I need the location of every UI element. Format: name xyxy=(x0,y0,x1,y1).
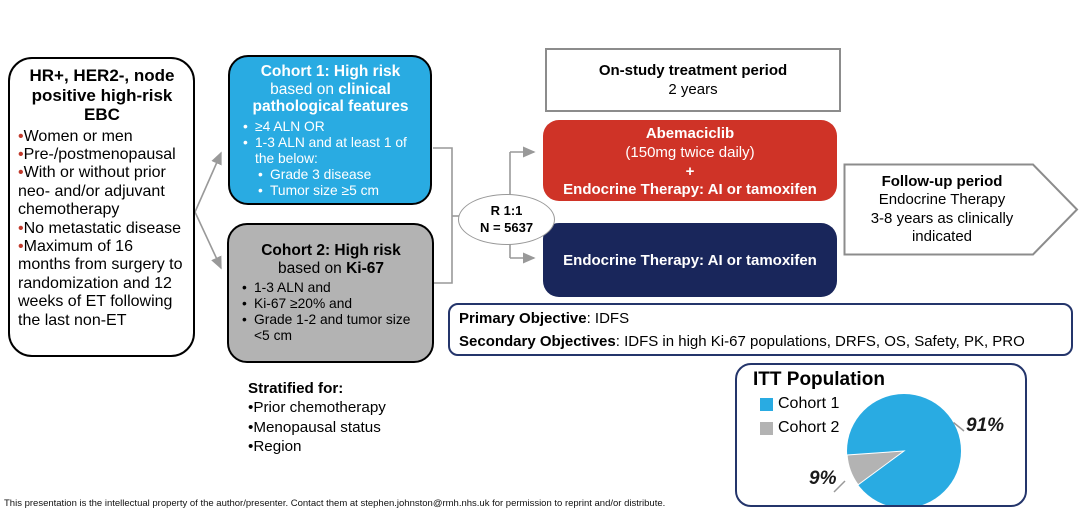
cohort1-bullet: ≥4 ALN OR xyxy=(239,119,422,135)
eligibility-box: HR+, HER2-, node positive high-risk EBC … xyxy=(8,57,195,357)
eligibility-bullet: Women or men xyxy=(18,128,186,146)
pie-slice-cohort2 xyxy=(846,450,906,486)
chevron-shape xyxy=(843,163,1079,256)
plus-sign: + xyxy=(685,162,695,180)
cohort1-sub-bullet: Grade 3 disease xyxy=(239,167,422,183)
eligibility-bullet: Pre-/postmenopausal xyxy=(18,146,186,164)
pie-label-cohort2: 9% xyxy=(809,468,837,489)
pie-label-cohort1: 91% xyxy=(966,415,1005,436)
followup-arrow: Follow-up period Endocrine Therapy 3-8 y… xyxy=(843,163,1079,256)
stratification-title: Stratified for: xyxy=(248,380,344,397)
legend-swatch-cohort1 xyxy=(760,397,773,411)
cohort2-box: Cohort 2: High risk based on Ki-67 1-3 A… xyxy=(227,223,434,363)
followup-therapy: Endocrine Therapy xyxy=(878,191,1006,209)
cohort2-bullet: 1-3 ALN and xyxy=(238,280,424,296)
pie-slice-cohort1 xyxy=(847,394,961,505)
eligibility-bullet: With or without prior neo- and/or adjuva… xyxy=(18,164,186,219)
stratification-bullet: Prior chemotherapy xyxy=(248,398,458,417)
cohort1-title: Cohort 1: High risk based on clinical pa… xyxy=(252,63,409,115)
followup-text: Follow-up period Endocrine Therapy 3-8 y… xyxy=(851,163,1033,256)
abemaciclib-dose: (150mg twice daily) xyxy=(625,143,755,161)
stratification-list: Stratified for: Prior chemotherapy Menop… xyxy=(248,379,458,456)
arrow-to-cohort2 xyxy=(194,211,222,270)
cohort2-bullet: Ki-67 ≥20% and xyxy=(238,296,424,312)
itt-population-box: ITT Population Cohort 1 Cohort 2 91% 9% xyxy=(735,363,1027,507)
legend-item-cohort2: Cohort 2 xyxy=(760,419,839,437)
control-arm-box: Endocrine Therapy: AI or tamoxifen xyxy=(543,223,837,297)
legend-swatch-cohort2 xyxy=(760,421,773,435)
pie-chart xyxy=(833,394,965,505)
leader-line-9 xyxy=(833,480,846,493)
stratification-bullet: Region xyxy=(248,437,458,456)
legend-item-cohort1: Cohort 1 xyxy=(760,395,839,413)
followup-title: Follow-up period xyxy=(881,172,1003,190)
leader-line-91 xyxy=(953,421,965,432)
abemaciclib-drug: Abemaciclib xyxy=(645,125,735,142)
randomization-oval: R 1:1 N = 5637 xyxy=(458,194,555,245)
legend-label-cohort1: Cohort 1 xyxy=(778,395,840,412)
cohort1-box: Cohort 1: High risk based on clinical pa… xyxy=(228,55,432,205)
arrow-to-cohort1 xyxy=(194,151,222,213)
treatment-period-box: On-study treatment period 2 years xyxy=(545,48,841,112)
primary-objective: Primary Objective: IDFS xyxy=(459,310,630,327)
eligibility-title: HR+, HER2-, node positive high-risk EBC xyxy=(29,66,175,125)
abemaciclib-arm-box: Abemaciclib (150mg twice daily) + Endocr… xyxy=(543,120,837,201)
legend-label-cohort2: Cohort 2 xyxy=(778,419,840,436)
footer-note: This presentation is the intellectual pr… xyxy=(4,498,666,509)
cohort1-sub-bullet: Tumor size ≥5 cm xyxy=(239,183,422,199)
eligibility-bullet: No metastatic disease xyxy=(18,220,186,238)
randomization-n: N = 5637 xyxy=(479,219,534,235)
cohort2-title: Cohort 2: High risk based on Ki-67 xyxy=(261,242,401,277)
control-therapy: Endocrine Therapy: AI or tamoxifen xyxy=(563,251,817,269)
eligibility-bullet: Maximum of 16 months from surgery to ran… xyxy=(18,238,186,330)
cohort2-bullet: Grade 1-2 and tumor size <5 cm xyxy=(238,312,424,344)
abemaciclib-therapy: Endocrine Therapy: AI or tamoxifen xyxy=(563,181,817,199)
cohort-bracket xyxy=(433,147,453,284)
objectives-box: Primary Objective: IDFS Secondary Object… xyxy=(448,303,1073,356)
cohort1-bullet: 1-3 ALN and at least 1 of the below: xyxy=(239,135,422,167)
treatment-period-title: On-study treatment period xyxy=(598,61,788,79)
itt-title: ITT Population xyxy=(753,369,885,390)
secondary-objectives: Secondary Objectives: IDFS in high Ki-67… xyxy=(459,332,1025,350)
stratification-bullet: Menopausal status xyxy=(248,418,458,437)
followup-duration: 3-8 years as clinically indicated xyxy=(870,209,1014,245)
randomization-ratio: R 1:1 xyxy=(490,202,523,218)
treatment-period-duration: 2 years xyxy=(668,81,718,98)
